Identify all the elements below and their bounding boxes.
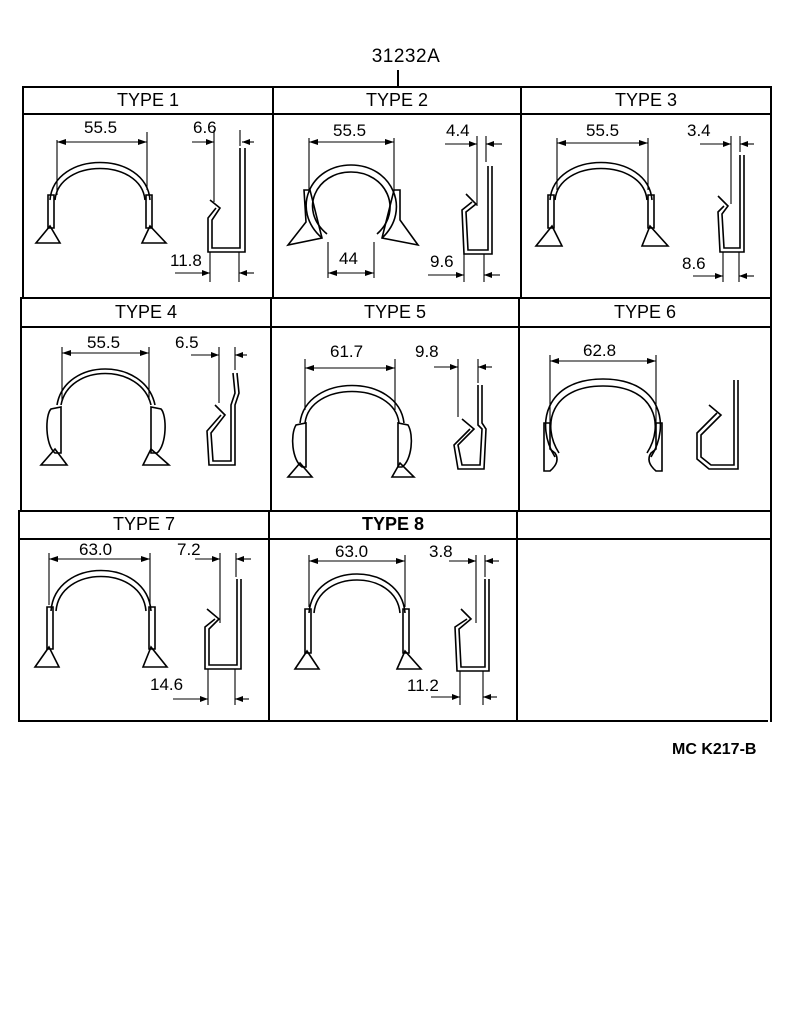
type-7-drawing: 63.0 7.2 14.6 xyxy=(15,537,268,721)
row2-top xyxy=(21,297,772,299)
part-number: 31232A xyxy=(371,46,441,67)
type-2-drawing: 55.5 44 4.4 9.6 xyxy=(270,110,520,298)
type-2-depth: 9.6 xyxy=(430,252,454,271)
type-2-title: TYPE 2 xyxy=(365,90,429,110)
type-8-thickness: 3.8 xyxy=(429,542,453,561)
type-4-thickness: 6.5 xyxy=(175,333,199,352)
row2-header-divider xyxy=(21,326,772,328)
table-border-right xyxy=(770,86,772,722)
type-2-inner-width: 44 xyxy=(339,249,358,268)
type-8-title: TYPE 8 xyxy=(361,514,425,534)
clip-icon xyxy=(39,347,247,466)
table-border-left xyxy=(20,297,22,511)
table-border-bottom xyxy=(18,720,768,722)
type-4-width: 55.5 xyxy=(87,333,121,352)
type-1-drawing: 55.5 6.6 11.8 xyxy=(20,110,270,298)
table-border-top xyxy=(23,86,772,88)
column-divider xyxy=(272,86,274,298)
type-8-drawing: 63.0 3.8 11.2 xyxy=(265,537,516,721)
type-5-width: 61.7 xyxy=(330,342,364,361)
column-divider xyxy=(518,297,520,511)
column-divider xyxy=(520,86,522,298)
row3-top xyxy=(19,510,770,512)
table-border-left xyxy=(22,86,24,298)
table-border-left xyxy=(18,510,20,722)
type-6-drawing: 62.8 xyxy=(515,325,770,511)
clip-icon xyxy=(534,136,754,282)
type-1-depth: 11.8 xyxy=(170,251,202,270)
type-7-depth: 14.6 xyxy=(150,675,184,694)
type-7-width: 63.0 xyxy=(79,540,113,559)
diagram-code: MC K217-B xyxy=(672,741,757,758)
clip-icon xyxy=(286,136,502,282)
type-8-depth: 11.2 xyxy=(407,676,439,695)
type-6-title: TYPE 6 xyxy=(613,302,677,322)
type-5-drawing: 61.7 9.8 xyxy=(268,325,518,511)
type-5-title: TYPE 5 xyxy=(363,302,427,322)
type-4-drawing: 55.5 6.5 xyxy=(15,325,270,511)
type-3-title: TYPE 3 xyxy=(614,90,678,110)
type-1-thickness: 6.6 xyxy=(193,118,217,137)
type-3-depth: 8.6 xyxy=(682,254,706,273)
column-divider xyxy=(268,510,270,722)
type-7-title: TYPE 7 xyxy=(112,514,176,534)
row3-header-divider xyxy=(19,538,770,540)
clip-icon xyxy=(34,130,254,282)
type-4-title: TYPE 4 xyxy=(114,302,178,322)
column-divider xyxy=(270,297,272,511)
type-3-width: 55.5 xyxy=(586,121,620,140)
type-3-drawing: 55.5 3.4 8.6 xyxy=(520,110,770,298)
type-7-thickness: 7.2 xyxy=(177,540,201,559)
column-divider xyxy=(516,510,518,722)
clip-icon xyxy=(286,359,492,478)
clip-icon xyxy=(543,355,739,472)
type-1-title: TYPE 1 xyxy=(116,90,180,110)
type-6-width: 62.8 xyxy=(583,341,617,360)
type-2-thickness: 4.4 xyxy=(446,121,470,140)
type-1-width: 55.5 xyxy=(84,118,118,137)
type-8-width: 63.0 xyxy=(335,542,369,561)
clip-icon xyxy=(293,555,499,705)
clip-icon xyxy=(33,553,251,705)
leader-line xyxy=(397,70,399,87)
type-3-thickness: 3.4 xyxy=(687,121,711,140)
type-5-thickness: 9.8 xyxy=(415,342,439,361)
type-2-width: 55.5 xyxy=(333,121,367,140)
row1-header-divider xyxy=(23,113,772,115)
